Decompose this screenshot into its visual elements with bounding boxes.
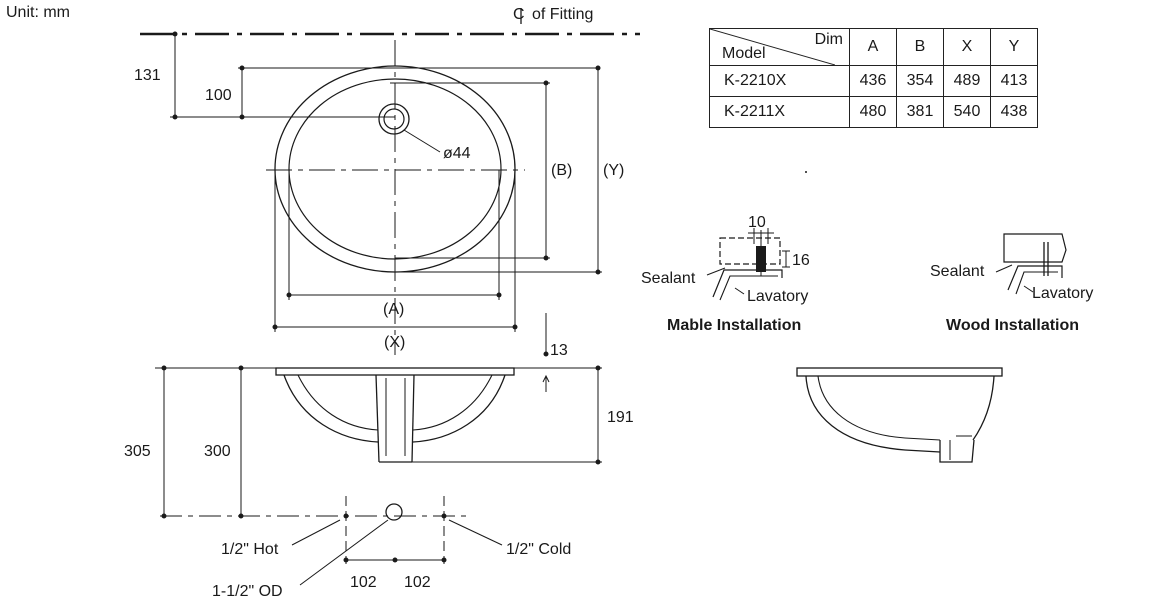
dimension-table: Dim Model A B X Y K-2210X 436 354 489 41…: [709, 28, 1038, 128]
value-cell: 354: [896, 65, 944, 97]
model-cell: K-2210X: [709, 65, 850, 97]
hot-supply-point: [343, 513, 349, 519]
label-y: (Y): [603, 162, 624, 179]
dim-100: 100: [205, 87, 232, 104]
model-cell: K-2211X: [709, 96, 850, 128]
marble-installation-detail: 10 16 Sealant Lavatory Mable Installatio…: [641, 214, 810, 334]
drain-outlet: [385, 503, 403, 521]
unit-label: Unit: mm: [6, 4, 70, 21]
header-model: Model: [722, 45, 766, 62]
wood-installation-detail: Sealant Lavatory Wood Installation: [930, 233, 1093, 334]
dim-102-left: 102: [350, 574, 377, 591]
side-view: 305 300 191 1/2" Hot 1/2" Cold 1-1/2" OD…: [124, 365, 634, 600]
label-cold: 1/2" Cold: [506, 541, 571, 558]
diagonal-divider: [710, 29, 835, 65]
dim-305: 305: [124, 443, 151, 460]
value-cell: 381: [896, 96, 944, 128]
label-a: (A): [383, 301, 404, 318]
top-view: ø44 131 100 (B) (Y) (A): [134, 31, 624, 392]
dim-10: 10: [748, 214, 766, 231]
dim-16: 16: [792, 252, 810, 269]
centerline-symbol: C: [513, 6, 525, 23]
wood-sealant-label: Sealant: [930, 263, 985, 280]
value-cell: 436: [849, 65, 897, 97]
header-dim: Dim: [814, 31, 843, 48]
drain-hole-outer: [378, 103, 410, 135]
label-x: (X): [384, 334, 405, 351]
label-od: 1-1/2" OD: [212, 583, 283, 600]
marble-installation-title: Mable Installation: [667, 317, 801, 334]
dim-131: 131: [134, 67, 161, 84]
table-row: K-2211X 480 381 540 438: [709, 96, 1038, 128]
column-header-b: B: [896, 28, 944, 66]
dim-191: 191: [607, 409, 634, 426]
column-header-y: Y: [990, 28, 1038, 66]
table-row: K-2210X 436 354 489 413: [709, 65, 1038, 97]
hole-diameter-label: ø44: [443, 145, 471, 162]
value-cell: 480: [849, 96, 897, 128]
marble-sealant-label: Sealant: [641, 270, 696, 287]
table-header-row: Dim Model A B X Y: [709, 28, 1038, 66]
dim-300: 300: [204, 443, 231, 460]
dim-13: 13: [550, 342, 568, 359]
value-cell: 413: [990, 65, 1038, 97]
side-profile-view: [796, 367, 1003, 463]
drain-hole-inner: [383, 108, 405, 130]
wood-installation-title: Wood Installation: [946, 317, 1079, 334]
value-cell: 540: [943, 96, 991, 128]
cold-supply-point: [441, 513, 447, 519]
centerline-label: of Fitting: [532, 6, 593, 23]
dim-102-right: 102: [404, 574, 431, 591]
label-b: (B): [551, 162, 572, 179]
marble-lavatory-label: Lavatory: [747, 288, 808, 305]
table-corner-cell: Dim Model: [709, 28, 850, 66]
wood-lavatory-label: Lavatory: [1032, 285, 1093, 302]
label-hot: 1/2" Hot: [221, 541, 279, 558]
value-cell: 438: [990, 96, 1038, 128]
centerline-of-fitting: C of Fitting: [140, 6, 640, 36]
